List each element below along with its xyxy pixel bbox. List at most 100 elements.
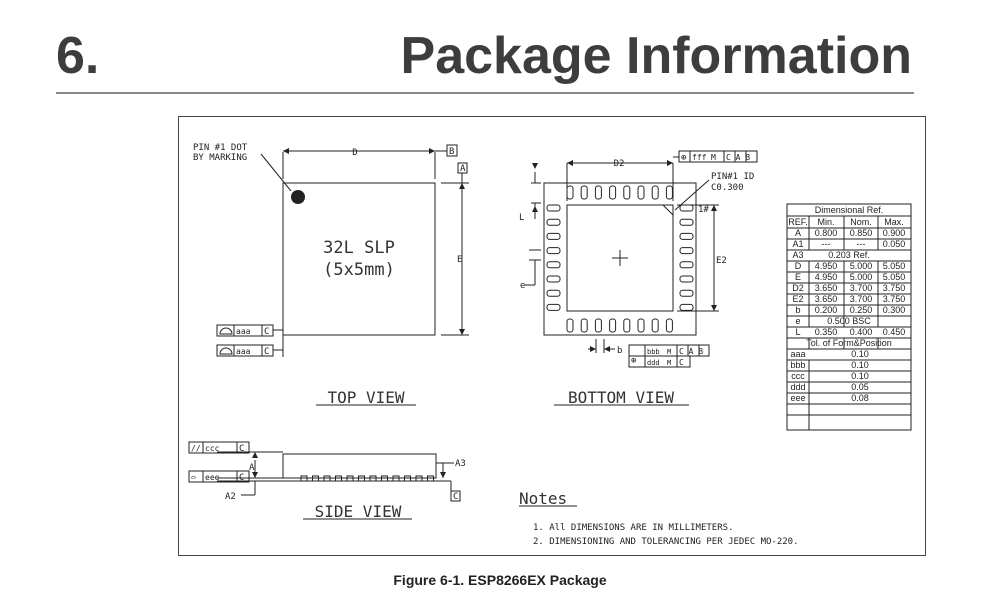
package-name: 32L SLP <box>323 238 395 258</box>
qfn-lead <box>623 318 631 333</box>
dim-A3-label: A3 <box>455 459 466 469</box>
dim-table-cell: 0.500 BSC <box>827 316 871 326</box>
dim-table-header-ref: REF. <box>788 217 808 227</box>
section-divider <box>56 92 914 94</box>
qfn-lead <box>679 232 694 240</box>
fcf-ccc: ccc <box>205 444 220 453</box>
dim-table-cell: 3.750 <box>883 283 906 293</box>
fcf-datum-c-2: C <box>264 347 269 357</box>
top-view-label: TOP VIEW <box>327 388 404 407</box>
tol-table-cell: 0.08 <box>851 393 869 403</box>
qfn-lead <box>679 261 694 269</box>
fcf-flatness-symbol: ⌓ <box>191 473 196 482</box>
qfn-lead <box>546 275 561 283</box>
bottom-view-label: BOTTOM VIEW <box>568 388 674 407</box>
dim-e-label: e <box>520 281 525 291</box>
dim-table-cell: D <box>795 261 802 271</box>
qfn-lead <box>546 261 561 269</box>
side-lead <box>415 475 423 482</box>
note-2: 2. DIMENSIONING AND TOLERANCING PER JEDE… <box>533 537 799 547</box>
tol-table-cell: eee <box>790 393 805 403</box>
dim-table-cell: --- <box>822 239 831 249</box>
dim-table-cell: 0.900 <box>883 228 906 238</box>
dim-table-header-min: Min. <box>817 217 834 227</box>
dim-table-cell: A1 <box>792 239 803 249</box>
section-number: 6. <box>56 27 100 85</box>
qfn-lead <box>580 185 588 200</box>
dim-table-cell: 0.203 Ref. <box>828 250 870 260</box>
bottom-view-leads <box>546 185 694 333</box>
section-title: Package Information <box>400 27 912 85</box>
pin1-dot-marking <box>291 190 305 204</box>
dim-table-cell: 3.700 <box>850 294 873 304</box>
qfn-lead <box>594 318 602 333</box>
fcf-aaa-2: aaa <box>236 347 251 356</box>
qfn-lead <box>637 185 645 200</box>
dim-D2-label: D2 <box>614 159 625 169</box>
dim-table-cell: b <box>795 305 800 315</box>
side-lead <box>358 475 365 482</box>
tol-table-cell: aaa <box>790 349 805 359</box>
qfn-lead <box>566 185 574 200</box>
datum-B-label: B <box>449 147 454 157</box>
qfn-lead <box>609 185 617 200</box>
dim-table-cell: E2 <box>792 294 803 304</box>
qfn-lead <box>679 218 694 226</box>
qfn-lead <box>546 247 561 255</box>
pin1-mark: 1# <box>698 205 709 215</box>
dim-table-cell: 0.400 <box>850 327 873 337</box>
qfn-lead <box>623 185 631 200</box>
dim-table-cell: 4.950 <box>815 272 838 282</box>
qfn-lead <box>665 185 673 200</box>
dim-L-label: L <box>519 213 524 223</box>
dim-A-label: A <box>249 463 255 473</box>
dim-table-cell: 0.050 <box>883 239 906 249</box>
fcf-datum-c-3: C <box>679 358 684 367</box>
fcf-parallel: // <box>191 444 201 453</box>
figure-caption: Figure 6-1. ESP8266EX Package <box>393 572 607 588</box>
dim-table-cell: 0.250 <box>850 305 873 315</box>
side-lead <box>381 475 388 482</box>
qfn-lead <box>651 318 659 333</box>
fcf-CAB-2: C A B <box>679 347 703 356</box>
fcf-position-symbol: ⊕ <box>681 153 686 163</box>
tol-table-title: Tol. of Form&Position <box>806 338 892 348</box>
dim-A2-label: A2 <box>225 492 236 502</box>
tol-table-cell: 0.10 <box>851 349 869 359</box>
exposed-pad <box>566 204 674 312</box>
package-size: (5x5mm) <box>323 260 395 280</box>
dim-table-cell: D2 <box>792 283 804 293</box>
qfn-lead <box>594 185 602 200</box>
dim-E-label: E <box>457 255 462 265</box>
dim-table-cell: 5.050 <box>883 261 906 271</box>
dim-table-cell: 5.050 <box>883 272 906 282</box>
dim-table-cell: 0.200 <box>815 305 838 315</box>
side-view-label: SIDE VIEW <box>315 502 402 521</box>
side-lead <box>323 475 331 482</box>
side-lead <box>404 475 411 482</box>
dim-table-cell: 0.300 <box>883 305 906 315</box>
fcf-fff: fff <box>692 153 707 162</box>
side-lead <box>392 475 400 482</box>
side-view-body <box>282 453 437 479</box>
dim-table-cell: 4.950 <box>815 261 838 271</box>
tol-table-cell: 0.05 <box>851 382 869 392</box>
package-drawing: PIN #1 DOT BY MARKING D B A E aaa C aaa … <box>188 143 912 547</box>
qfn-lead <box>651 185 659 200</box>
dim-table-cell: 5.000 <box>850 261 873 271</box>
note-1: 1. All DIMENSIONS ARE IN MILLIMETERS. <box>533 523 733 533</box>
fcf-datum-c-4: C <box>239 444 244 454</box>
tol-table-cell: 0.10 <box>851 371 869 381</box>
notes-title: Notes <box>519 489 567 508</box>
qfn-lead <box>665 318 673 333</box>
side-lead <box>427 475 434 482</box>
fcf-bbb: bbb <box>647 348 660 356</box>
tol-table-cell: ddd <box>790 382 805 392</box>
dim-E2-label: E2 <box>716 256 727 266</box>
side-lead <box>300 475 308 482</box>
qfn-lead <box>679 275 694 283</box>
dim-b-label: b <box>617 346 622 356</box>
qfn-lead <box>566 318 574 333</box>
pin1-id-size: C0.300 <box>711 183 744 193</box>
qfn-lead <box>546 303 561 311</box>
